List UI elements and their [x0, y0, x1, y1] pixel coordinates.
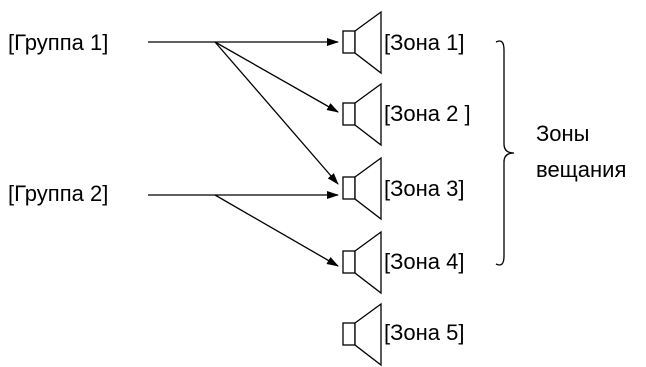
speaker-icon: [342, 230, 382, 295]
zone-1-label: [Зона 1]: [384, 30, 465, 55]
group-2-label: [Группа 2]: [8, 181, 109, 206]
broadcast-zones-caption-line1: Зоны: [536, 121, 590, 146]
speaker-icon: [342, 302, 382, 367]
zone-2-label: [Зона 2 ]: [384, 101, 471, 126]
speaker-icon: [342, 156, 382, 221]
speaker-icon: [342, 10, 382, 75]
connection-arrows: [148, 38, 339, 267]
broadcast-zones-caption-line2: вещания: [536, 157, 627, 182]
zone-3-label: [Зона 3]: [384, 176, 465, 201]
group-1-label: [Группа 1]: [8, 30, 109, 55]
zones-brace: [495, 40, 515, 266]
arrow-group1-zone2: [214, 41, 339, 113]
zone-4-label: [Зона 4]: [384, 249, 465, 274]
arrow-group1-zone3: [214, 41, 339, 185]
zone-5-label: [Зона 5]: [384, 320, 465, 345]
arrow-group2-zone4: [214, 194, 339, 267]
speaker-icon: [342, 82, 382, 147]
speaker-icons: [342, 10, 382, 367]
